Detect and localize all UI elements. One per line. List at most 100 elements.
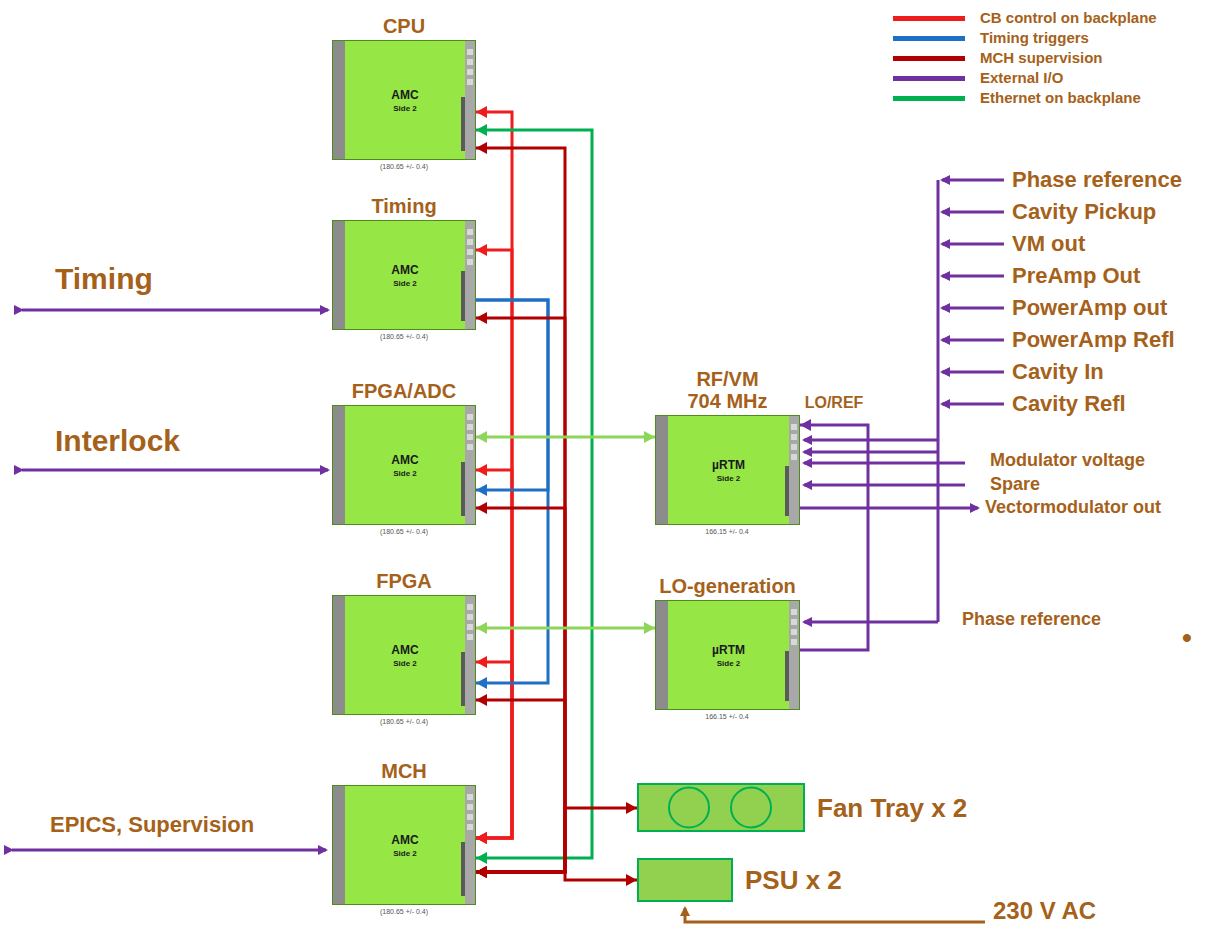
card-edge (333, 596, 345, 714)
connector-line (476, 700, 565, 872)
card-edge (333, 406, 345, 524)
connector (476, 300, 548, 689)
signal-label: Phase reference (962, 609, 1101, 630)
arrow-head (476, 832, 487, 844)
connector (476, 124, 592, 864)
connector-pad (467, 814, 473, 820)
signal-label: PowerAmp out (1012, 295, 1167, 320)
card-heading: CPU (383, 15, 425, 37)
connector-line (800, 425, 868, 650)
edge-contacts (785, 651, 789, 701)
arrow-head (476, 431, 487, 443)
connector (476, 312, 565, 878)
connector (800, 419, 868, 650)
connector-pad (467, 259, 473, 265)
connector-line (476, 148, 565, 872)
connector-pad (467, 239, 473, 245)
connector-line (476, 300, 548, 490)
card-body: µRTMSide 2 (670, 416, 787, 524)
card-type: AMC (391, 263, 418, 277)
card-heading: MCH (381, 760, 427, 782)
signal-label: Timing (55, 262, 153, 297)
amc-card: FPGA/ADCAMCSide 2 (332, 405, 476, 525)
card-side: Side 2 (717, 659, 741, 668)
amc-card: TimingAMCSide 2 (332, 220, 476, 330)
connector-line (476, 508, 565, 872)
connector (476, 244, 512, 844)
connector-pad (791, 454, 797, 460)
connector-pad (467, 79, 473, 85)
legend-text: MCH supervision (980, 49, 1103, 66)
card-heading: FPGA/ADC (352, 380, 456, 402)
front-panel (789, 601, 799, 709)
connector-pad (467, 824, 473, 830)
signal-label: Cavity In (1012, 359, 1104, 384)
arrow-head (800, 419, 811, 431)
edge-contacts (461, 652, 465, 706)
phase-ref-input (804, 621, 938, 624)
edge-contacts (461, 842, 465, 896)
edge-label: LO/REF (803, 394, 866, 412)
front-panel (465, 221, 475, 329)
amc-card: CPUAMCSide 2 (332, 40, 476, 160)
interlock-io (22, 469, 328, 472)
connector-line (476, 872, 637, 880)
arrow-head (476, 866, 487, 878)
connector-pad (467, 794, 473, 800)
connector-pad (467, 69, 473, 75)
arrow-head (476, 866, 487, 878)
arrow-head (476, 866, 487, 878)
card-heading: FPGA (376, 570, 432, 592)
connector (476, 142, 565, 878)
legend-text: External I/O (980, 69, 1063, 86)
connector-line (476, 436, 655, 439)
legend-swatch (893, 36, 965, 41)
card-body: AMCSide 2 (347, 596, 463, 714)
connector-pad (791, 609, 797, 615)
card-type: µRTM (712, 458, 745, 472)
connector-pad (467, 614, 473, 620)
card-type: AMC (391, 88, 418, 102)
card-side: Side 2 (393, 659, 417, 668)
card-side: Side 2 (393, 849, 417, 858)
arrow-head (626, 802, 637, 814)
card-heading: RF/VM 704 MHz (683, 368, 773, 412)
vm-output (800, 507, 978, 510)
connector-pad (791, 444, 797, 450)
arrow-head (476, 866, 487, 878)
fan-tray: Fan Tray x 2 (637, 783, 805, 832)
edge-contacts (785, 466, 789, 516)
card-body: AMC Side 2 (347, 41, 463, 159)
signal-label: Spare (990, 474, 1040, 495)
connector-line (476, 470, 512, 838)
signal-inputs (942, 180, 1004, 404)
connector-pad (791, 434, 797, 440)
connector-pad (791, 639, 797, 645)
front-panel (465, 406, 475, 524)
front-panel (465, 596, 475, 714)
signal-label: Cavity Refl (1012, 391, 1126, 416)
front-panel (465, 786, 475, 904)
arrow-head (476, 832, 487, 844)
connector-line (476, 112, 512, 838)
rtm-input (804, 451, 938, 454)
connector-line (476, 130, 592, 858)
card-heading: Fan Tray x 2 (817, 793, 967, 822)
connector-line (476, 318, 565, 872)
legend-swatch (893, 56, 965, 61)
connector-pad (791, 619, 797, 625)
legend-swatch (893, 76, 965, 81)
connector-pad (467, 604, 473, 610)
card-body: AMCSide 2 (347, 221, 463, 329)
card-edge (656, 601, 668, 709)
card-heading: LO-generation (659, 575, 796, 597)
connector-pad (467, 49, 473, 55)
arrow-head (476, 464, 487, 476)
front-panel (789, 416, 799, 524)
connector-pad (467, 59, 473, 65)
card-side: Side 2 (393, 104, 417, 113)
dimension-label: 166.15 +/- 0.4 (705, 528, 748, 536)
dimension-label: (180.65 +/- 0.4) (380, 333, 428, 341)
